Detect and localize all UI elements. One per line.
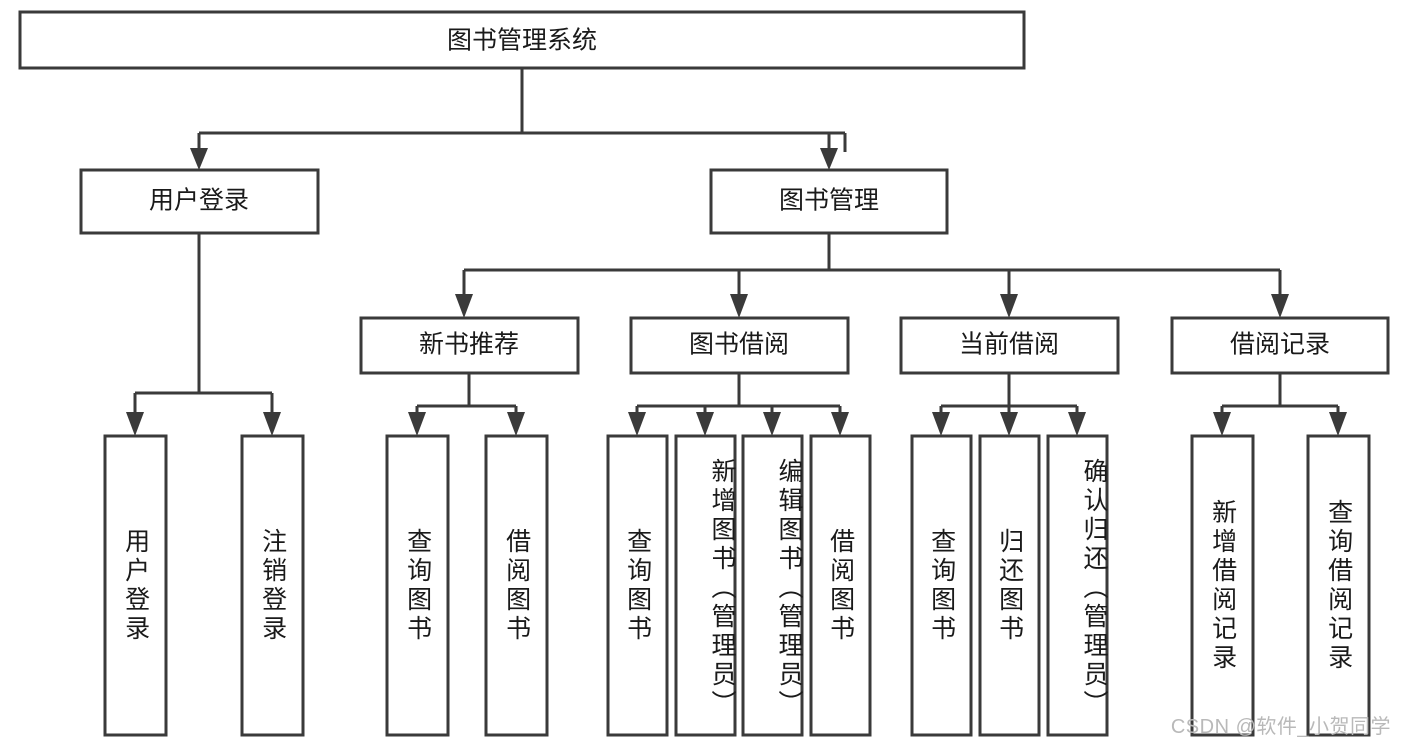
leaf-box-user-login-0[interactable]	[103, 434, 168, 737]
leaf-box-current-borrow-0[interactable]	[910, 434, 973, 737]
leaf-box-new-book-0[interactable]	[385, 434, 450, 737]
leaf-box-new-book-1[interactable]	[484, 434, 549, 737]
node-current-borrow-box[interactable]	[899, 316, 1120, 375]
csdn-watermark: CSDN @软件_小贺同学	[1170, 716, 1391, 738]
connector-current-borrow-to-leaves	[932, 373, 1086, 436]
node-borrow-record[interactable]: 借阅记录	[1170, 316, 1390, 375]
node-new-book-recommend[interactable]: 新书推荐	[359, 316, 580, 375]
node-borrow-record-box[interactable]	[1170, 316, 1390, 375]
connector-user-login-to-leaves	[126, 233, 281, 436]
node-new-book-recommend-label: 新书推荐	[419, 331, 519, 359]
connector-book-management-to-level3	[455, 233, 1289, 318]
node-user-login-label: 用户登录	[149, 187, 249, 215]
leaf-box-book-borrow-1[interactable]	[674, 434, 737, 737]
connector-book-borrow-to-leaves	[628, 373, 849, 436]
leaf-box-current-borrow-1[interactable]	[978, 434, 1041, 737]
leaf-box-book-borrow-0[interactable]	[606, 434, 669, 737]
node-current-borrow[interactable]: 当前借阅	[899, 316, 1120, 375]
leaf-box-borrow-record-0[interactable]	[1190, 434, 1255, 737]
node-user-login[interactable]: 用户登录	[79, 168, 320, 235]
node-book-borrow-box[interactable]	[629, 316, 850, 375]
node-root-label: 图书管理系统	[447, 27, 597, 55]
connector-root-to-level2	[190, 68, 847, 170]
node-book-management[interactable]: 图书管理	[709, 168, 949, 235]
node-book-management-label: 图书管理	[779, 187, 879, 215]
node-book-borrow[interactable]: 图书借阅	[629, 316, 850, 375]
leaf-box-borrow-record-1[interactable]	[1306, 434, 1371, 737]
leaf-box-book-borrow-3[interactable]	[809, 434, 872, 737]
node-borrow-record-label: 借阅记录	[1230, 331, 1330, 359]
connector-borrow-record-to-leaves	[1213, 373, 1347, 436]
leaf-box-current-borrow-2[interactable]	[1046, 434, 1109, 737]
leaf-box-book-borrow-2[interactable]	[741, 434, 804, 737]
node-root-box[interactable]	[18, 10, 1026, 70]
node-user-login-box[interactable]	[79, 168, 320, 235]
leaf-box-user-login-1[interactable]	[240, 434, 305, 737]
node-root[interactable]: 图书管理系统	[18, 10, 1026, 70]
node-current-borrow-label: 当前借阅	[959, 331, 1059, 359]
connector-new-book-recommend-to-leaves	[408, 373, 525, 436]
node-book-borrow-label: 图书借阅	[689, 331, 789, 359]
